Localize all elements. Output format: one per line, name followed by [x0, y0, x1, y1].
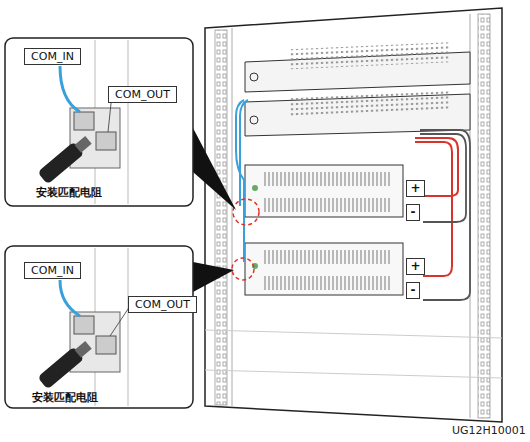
- tag-text: -: [411, 206, 416, 219]
- tag-text: COM_IN: [31, 50, 74, 63]
- tag-text: COM_OUT: [115, 88, 170, 101]
- port-tag: COM_IN: [24, 262, 81, 279]
- callout-note: 安装匹配电阻: [36, 186, 102, 199]
- tag-text: -: [411, 284, 416, 297]
- terminal-sign: +: [406, 258, 425, 275]
- tag-text: COM_OUT: [135, 298, 190, 311]
- callout-note: 安装匹配电阻: [32, 391, 98, 404]
- port-tag: COM_OUT: [108, 86, 177, 103]
- port-tag: COM_IN: [24, 48, 81, 65]
- terminal-sign: -: [406, 282, 420, 299]
- tag-text: +: [410, 182, 420, 195]
- tag-text: COM_IN: [31, 264, 74, 277]
- terminal-sign: -: [406, 204, 420, 221]
- terminal-sign: +: [406, 180, 425, 197]
- tag-text: +: [410, 260, 420, 273]
- figure-code: UG12H10001: [452, 424, 526, 437]
- port-tag: COM_OUT: [128, 296, 197, 313]
